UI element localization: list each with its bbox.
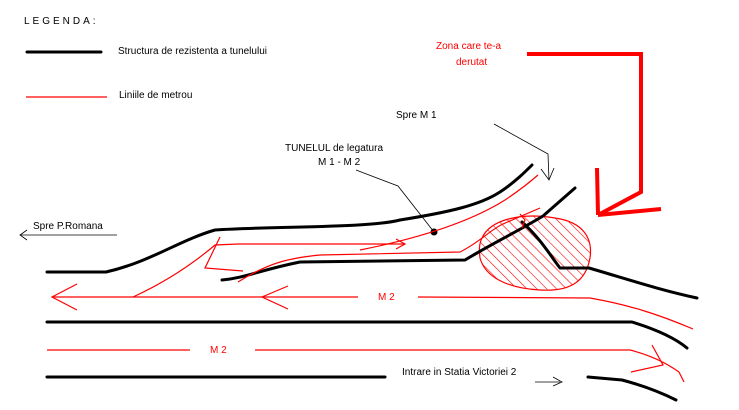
metro-m2-mid-arrow-head: [260, 285, 289, 310]
spre-m1-label: Spre M 1: [396, 110, 437, 121]
spre-romana-label: Spre P.Romana: [33, 221, 103, 232]
tunnel-label-line1: TUNELUL de legatura: [285, 143, 383, 154]
zone-label-line2: derutat: [456, 57, 487, 68]
metro-m1-branch: [359, 174, 539, 251]
legend-title: LEGENDA:: [24, 16, 99, 27]
intrare-label: Intrare in Statia Victoriei 2: [402, 367, 517, 378]
tunnel-label-line2: M 1 - M 2: [318, 157, 361, 168]
metro-m2-lower-label: M 2: [210, 345, 227, 356]
confusion-zone-hatched: [478, 215, 592, 291]
spre-romana-arrow-head: [19, 229, 28, 241]
zone-arrowhead-right: [597, 207, 662, 217]
intrare-arrow-head: [552, 376, 563, 387]
spre-m1-pointer: [493, 123, 550, 181]
zone-label-line1: Zona care te-a: [436, 41, 501, 52]
structure-lower-line-right: [586, 375, 678, 402]
metro-m2-lower-right: [255, 349, 680, 373]
structure-middle-line: [45, 320, 689, 350]
metro-tunnel-line: [237, 207, 541, 283]
metro-m2-upper-label: M 2: [378, 292, 395, 303]
metro-m2-upper-right: [417, 296, 694, 330]
tunnel-pointer: [355, 169, 435, 233]
legend-metro-label: Liniile de metrou: [119, 90, 192, 101]
legend-structure-label: Structura de rezistenta a tunelului: [118, 46, 267, 57]
zone-arrowhead-left: [595, 167, 600, 216]
spre-m1-pointer-head: [540, 167, 555, 181]
metro-m2-lower-arrow-head: [630, 344, 664, 373]
structure-junction-line: [520, 220, 699, 300]
metro-upper-to-tunnel: [132, 243, 405, 298]
zone-pointer-arrow: [527, 52, 643, 217]
structure-upper-line: [45, 163, 534, 274]
metro-branch-arrow: [204, 236, 244, 272]
metro-m1-arrow-mark: [519, 213, 526, 229]
metro-m2-lower-end-mark: [678, 371, 685, 383]
metro-m2-left-arrow-head: [50, 283, 78, 311]
